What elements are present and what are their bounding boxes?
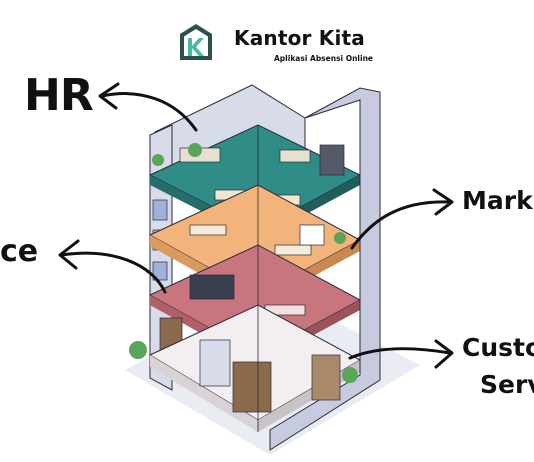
brand-logo: Kantor Kita Aplikasi Absensi Online [178,22,378,68]
marketing-label: Mark [462,186,533,215]
hr-arrow [100,92,198,132]
hr-label: HR [24,70,94,121]
house-k-logo-icon [180,24,212,60]
brand-tagline: Aplikasi Absensi Online [274,54,374,63]
customer-service-arrow [348,347,452,360]
finance-arrow [60,251,167,294]
finance-arrowhead [58,239,80,270]
customer-service-arrowhead [434,339,454,369]
hr-arrowhead [98,82,120,110]
customer-service-floor [129,304,362,432]
marketing-arrow [350,200,452,250]
marketing-arrowhead [432,188,454,216]
brand-name: Kantor Kita [234,26,365,50]
customer-service-label-line2: Serv [480,370,534,399]
customer-service-label-line1: Custo [462,333,534,362]
finance-label: ce [0,234,39,269]
